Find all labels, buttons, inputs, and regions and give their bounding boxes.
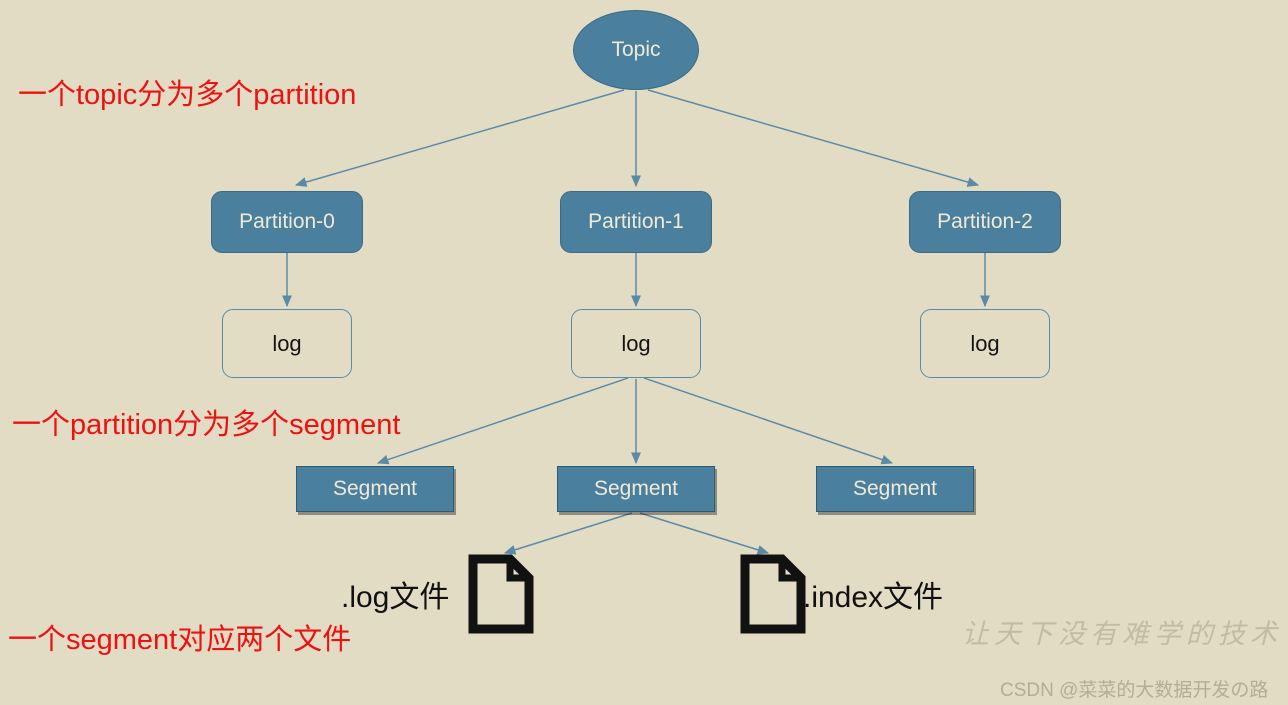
annotation-partition: 一个partition分为多个segment <box>12 409 401 441</box>
node-segment-0-label: Segment <box>332 477 418 500</box>
node-topic-label: Topic <box>611 38 661 61</box>
index-file-label: .index文件 <box>803 581 944 614</box>
node-partition-2-label: Partition-2 <box>937 210 1033 233</box>
node-partition-1-label: Partition-1 <box>588 210 684 233</box>
watermark-calligraphy: 让天下没有难学的技术 <box>962 619 1282 649</box>
node-log-2[interactable]: log <box>920 309 1050 378</box>
node-segment-1-label: Segment <box>593 477 679 500</box>
edge-segment-1-to-index-file <box>639 512 770 555</box>
annotation-segment: 一个segment对应两个文件 <box>8 624 352 656</box>
node-partition-1[interactable]: Partition-1 <box>560 191 712 253</box>
node-log-0-label: log <box>272 330 302 356</box>
node-topic[interactable]: Topic <box>573 10 699 90</box>
log-file-label: .log文件 <box>341 581 450 614</box>
node-log-2-label: log <box>970 330 1000 356</box>
annotation-topic: 一个topic分为多个partition <box>18 79 357 111</box>
node-log-1-label: log <box>621 330 651 356</box>
watermark-attribution: CSDN @菜菜的大数据开发の路 <box>1000 680 1269 701</box>
node-segment-1[interactable]: Segment <box>557 466 715 512</box>
node-partition-0[interactable]: Partition-0 <box>211 191 363 253</box>
node-partition-2[interactable]: Partition-2 <box>909 191 1061 253</box>
edge-topic-to-partition-2 <box>647 89 980 187</box>
document-icon-log-file <box>468 554 534 634</box>
node-log-1[interactable]: log <box>571 309 701 378</box>
node-segment-2-label: Segment <box>852 477 938 500</box>
node-segment-2[interactable]: Segment <box>816 466 974 512</box>
node-log-0[interactable]: log <box>222 309 352 378</box>
node-partition-0-label: Partition-0 <box>239 210 335 233</box>
edge-segment-1-to-log-file <box>503 512 633 555</box>
edge-log-1-to-segment-2 <box>643 377 894 465</box>
edge-log-1-to-segment-0 <box>376 377 629 465</box>
node-segment-0[interactable]: Segment <box>296 466 454 512</box>
document-icon-index-file <box>740 554 806 634</box>
